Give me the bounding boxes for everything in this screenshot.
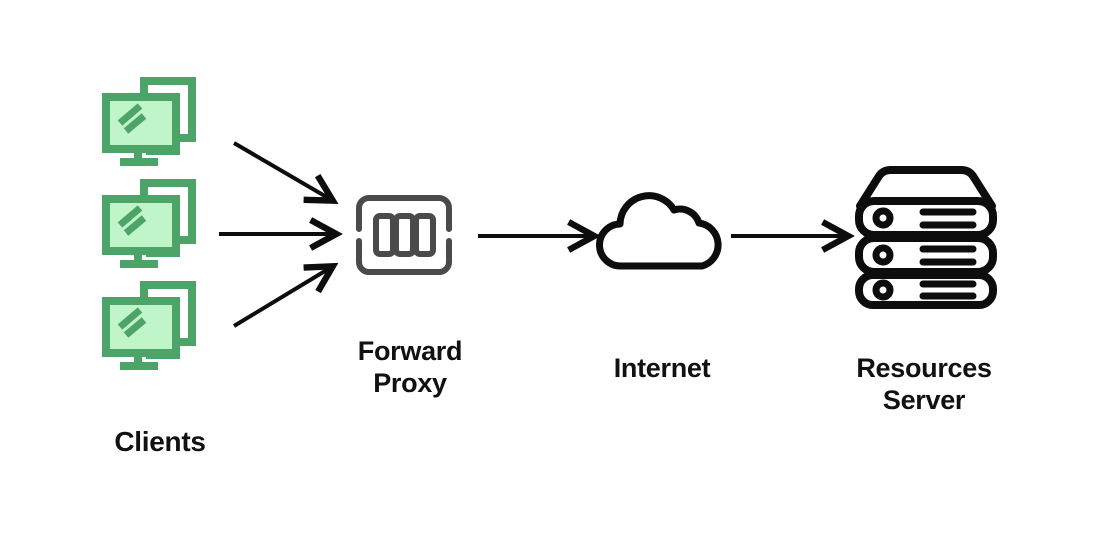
internet-label: Internet [613,353,711,383]
server-rack-icon [855,166,997,309]
clients-label: Clients [114,426,206,457]
cloud-icon [596,192,722,270]
client-icon-3[interactable] [100,279,200,371]
monitor-stack-icon [102,281,196,370]
internet-node[interactable] [596,188,727,278]
monitor-stack-icon [102,179,196,268]
monitor-stack-icon [102,77,196,166]
client-icon-2[interactable] [100,177,200,269]
proxy-server-icon [356,195,452,275]
arrow-client-3-to-proxy [232,268,330,328]
forward-proxy-label: Forward Proxy [357,336,463,398]
resources-server-label: Resources Server [856,353,992,415]
forward-proxy-node[interactable] [345,192,463,278]
client-icon-1[interactable] [100,75,200,167]
arrow-client-1-to-proxy [232,141,330,199]
resources-server-node[interactable] [852,160,1000,309]
